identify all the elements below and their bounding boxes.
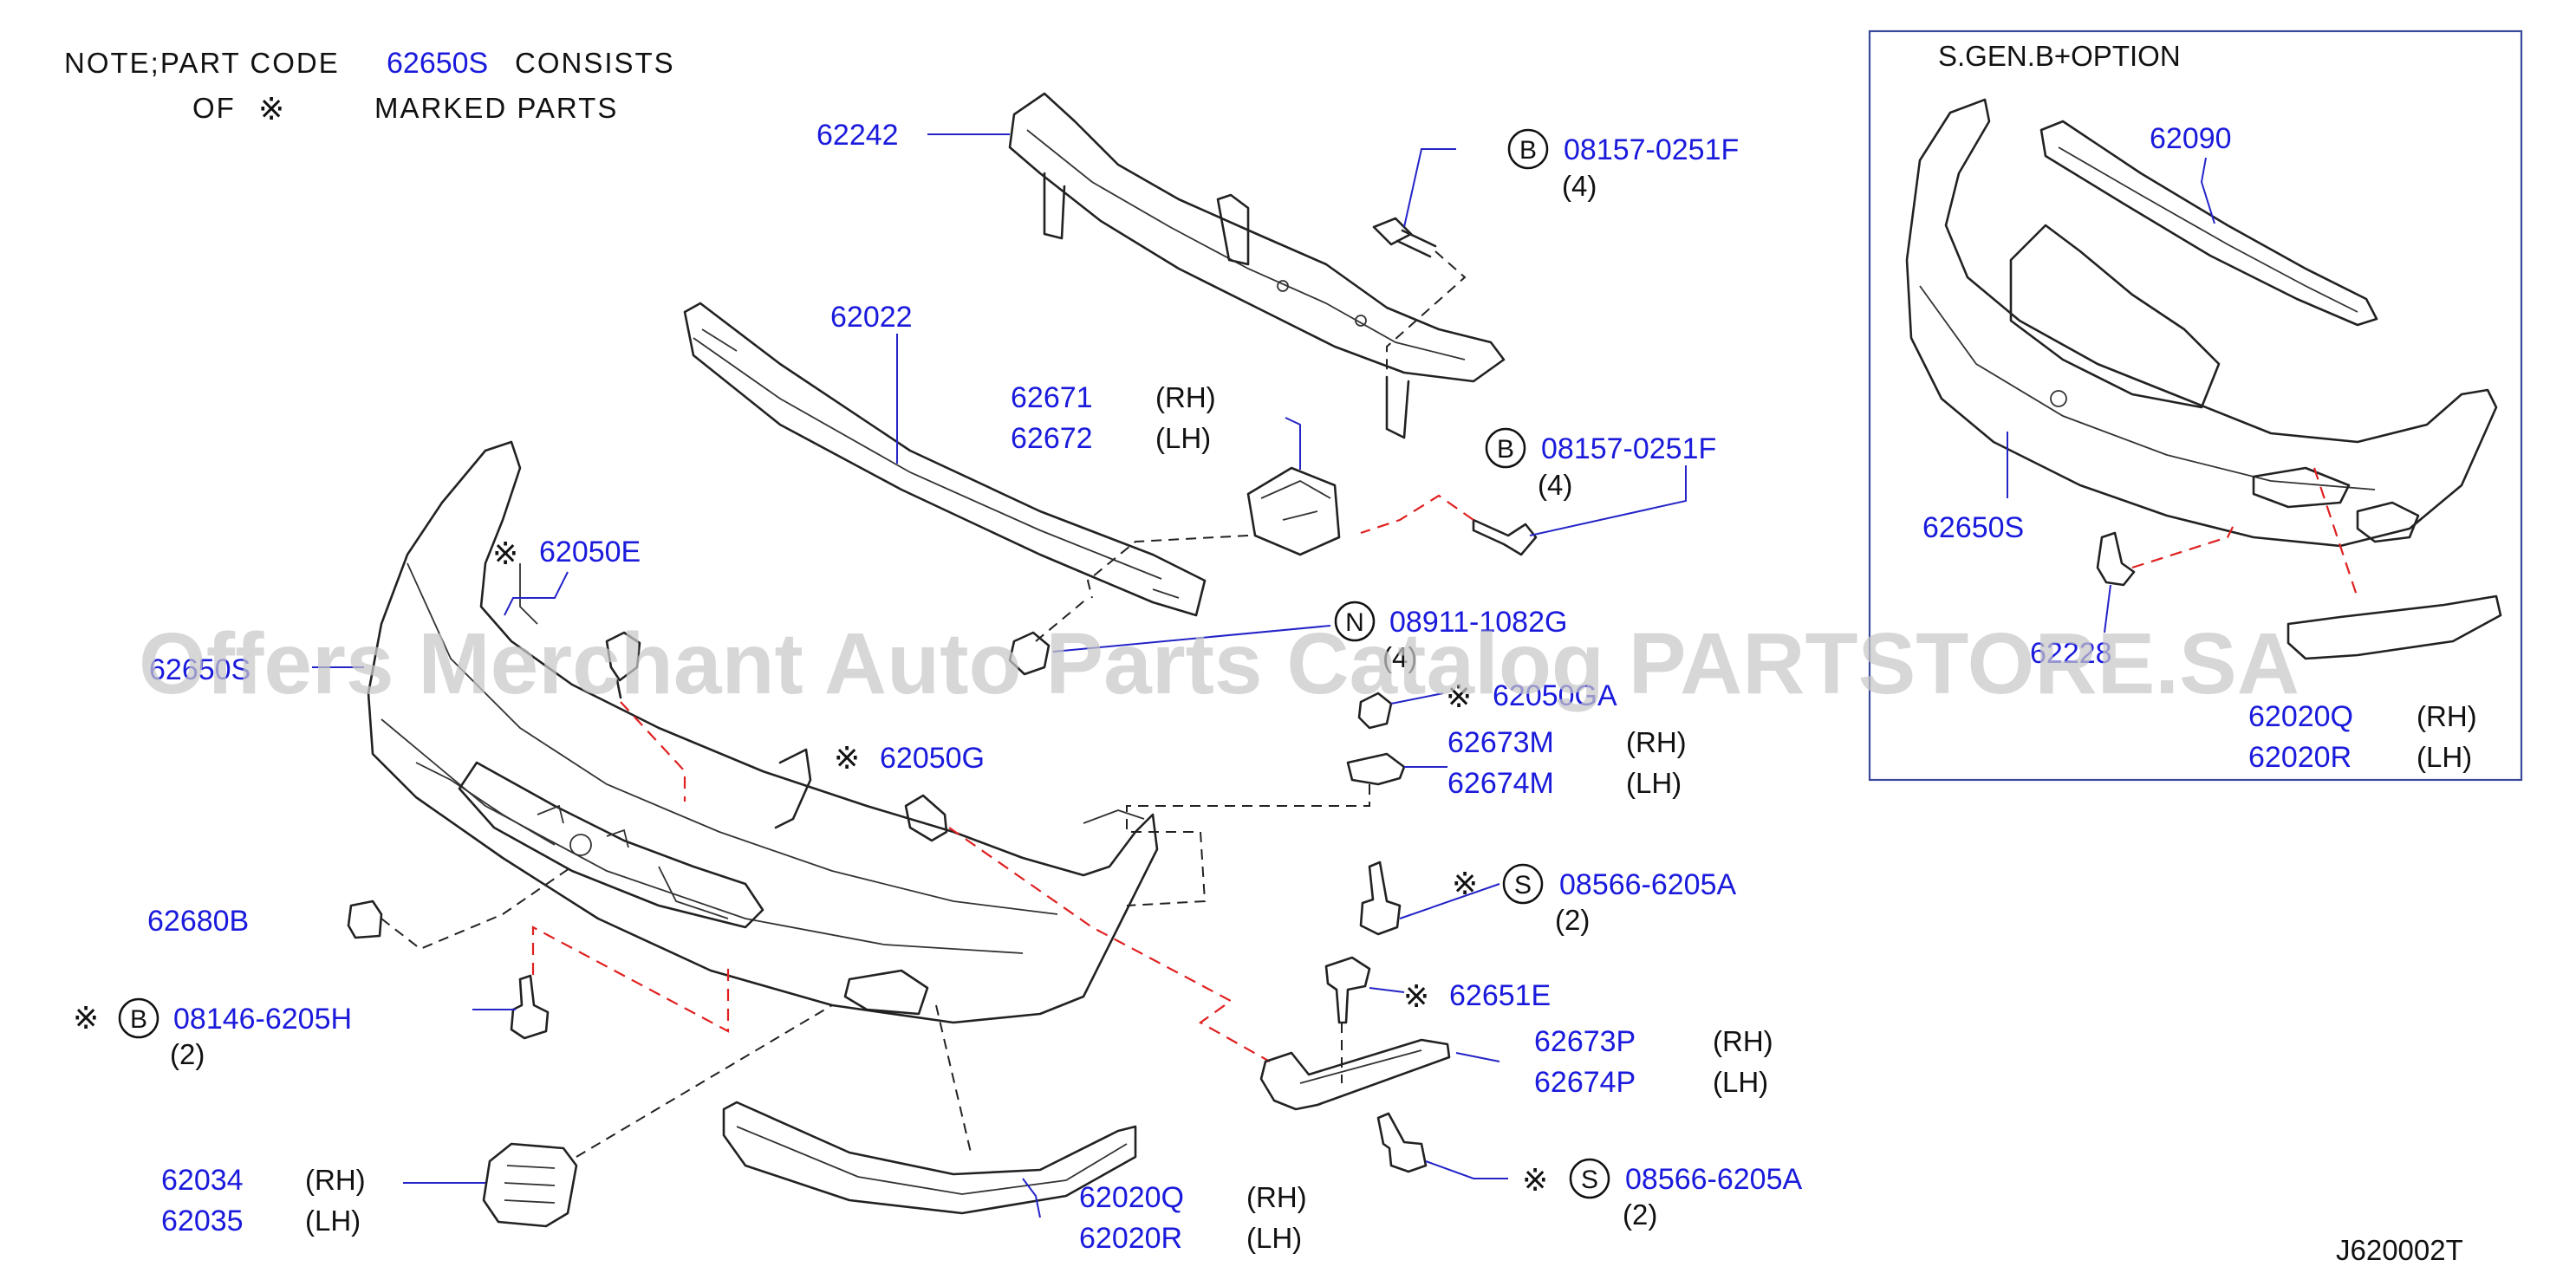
screw-08566-upper-drawing (1359, 861, 1402, 936)
marker-62651e: ※ (1403, 978, 1429, 1014)
label-62674m-side: (LH) (1626, 767, 1682, 799)
n-circle (1334, 601, 1376, 642)
label-s2-qty: (2) (1623, 1198, 1657, 1231)
label-b2-code[interactable]: 08157-0251F (1541, 432, 1716, 465)
label-b2-qty: (4) (1538, 469, 1572, 501)
s2-letter: S (1581, 1166, 1598, 1194)
main-labels: 62242 62022 62671 (RH) 62672 (LH) B 0815… (73, 119, 1803, 1255)
inset-label-62020r[interactable]: 62020R (2248, 741, 2352, 774)
n-letter: N (1345, 608, 1364, 637)
marker-62050g: ※ (834, 740, 860, 776)
label-62035-side: (LH) (305, 1205, 361, 1237)
s1-letter: S (1514, 871, 1532, 900)
inset-title: S.GEN.B+OPTION (1938, 40, 2181, 72)
label-62673m[interactable]: 62673M (1447, 726, 1554, 759)
b2-letter: B (1497, 435, 1514, 464)
label-62020r[interactable]: 62020R (1079, 1222, 1182, 1255)
note-line1-prefix: NOTE;PART CODE (64, 47, 340, 79)
label-62674m[interactable]: 62674M (1447, 767, 1554, 800)
label-62671-side: (RH) (1155, 381, 1216, 413)
clip-62680b-drawing (347, 866, 573, 951)
bolt-08157-upper-drawing (1372, 217, 1467, 381)
label-62674p[interactable]: 62674P (1534, 1066, 1636, 1099)
absorber-62022-drawing (683, 302, 1207, 617)
label-62673p[interactable]: 62673P (1534, 1025, 1636, 1058)
reinforcement-62242-drawing (1008, 92, 1506, 439)
bracket-62671-drawing (1086, 466, 1341, 599)
marker-s1: ※ (1452, 866, 1478, 901)
label-62050ga[interactable]: 62050GA (1493, 679, 1617, 712)
inset-label-62090[interactable]: 62090 (2150, 122, 2232, 155)
watermark-text: Offers Merchant Auto Parts Catalog PARTS… (139, 615, 2300, 712)
label-bb-qty: (2) (170, 1038, 205, 1070)
label-62022[interactable]: 62022 (830, 301, 913, 334)
label-62034[interactable]: 62034 (161, 1164, 244, 1197)
label-b1-qty: (4) (1562, 170, 1597, 202)
note-line2-suffix: MARKED PARTS (374, 92, 618, 124)
label-62680b[interactable]: 62680B (147, 905, 249, 938)
note-line1-suffix: CONSISTS (515, 47, 675, 79)
inset-frame (1868, 29, 2523, 782)
inset-label-62020q[interactable]: 62020Q (2248, 700, 2353, 733)
marker-s2: ※ (1522, 1162, 1548, 1198)
nut-08911-drawing (1008, 597, 1089, 676)
s2-circle (1569, 1158, 1610, 1199)
molding-62020q-drawing (722, 1004, 1137, 1215)
b1-letter: B (1519, 136, 1537, 165)
label-62673p-side: (RH) (1713, 1025, 1773, 1057)
note-line1-code[interactable]: 62650S (387, 47, 488, 80)
label-62673m-side: (RH) (1626, 726, 1687, 758)
diagram-code: J620002T (2336, 1234, 2463, 1266)
clip-62050g-drawing (904, 794, 1271, 1062)
screw-08566-lower-drawing (1376, 1112, 1428, 1173)
label-62650s-main[interactable]: 62650S (149, 653, 250, 686)
label-62672-side: (LH) (1155, 422, 1211, 454)
inset-label-62650s[interactable]: 62650S (1922, 511, 2024, 544)
bb-circle (118, 997, 159, 1039)
label-62035[interactable]: 62035 (161, 1205, 244, 1237)
label-bb-code[interactable]: 08146-6205H (173, 1003, 352, 1036)
s1-circle (1502, 863, 1544, 905)
marker-62050e: ※ (492, 536, 518, 571)
fog-cover-62034-drawing (482, 1004, 833, 1228)
label-62034-side: (RH) (305, 1164, 366, 1196)
label-n-qty: (4) (1382, 641, 1417, 673)
marker-bb: ※ (73, 1000, 99, 1036)
clip-62050e-drawing (605, 631, 686, 802)
bb-letter: B (130, 1005, 147, 1034)
label-s2-code[interactable]: 08566-6205A (1625, 1163, 1803, 1196)
note-block: NOTE;PART CODE 62650S CONSISTS OF ※ MARK… (64, 47, 675, 127)
bracket-62673p-drawing (1259, 1038, 1451, 1111)
label-62672[interactable]: 62672 (1011, 422, 1093, 455)
label-s1-code[interactable]: 08566-6205A (1559, 868, 1737, 901)
rivet-62651e-drawing (1324, 956, 1371, 1083)
marker-62050ga: ※ (1446, 679, 1472, 714)
label-62020q-side: (RH) (1246, 1181, 1307, 1213)
note-marker-symbol: ※ (258, 91, 284, 127)
b2-circle (1485, 427, 1526, 469)
label-62020r-side: (LH) (1246, 1222, 1302, 1254)
grommet-62673m-drawing (1126, 752, 1406, 906)
option-inset: S.GEN.B+OPTION 62090 62650S 62228 62020Q… (1868, 29, 2523, 782)
label-62050e[interactable]: 62050E (539, 536, 641, 568)
label-62020q[interactable]: 62020Q (1079, 1181, 1184, 1214)
leader-lines (312, 133, 1687, 1218)
label-b1-code[interactable]: 08157-0251F (1564, 133, 1739, 166)
label-62050g[interactable]: 62050G (880, 742, 985, 775)
bolt-08146-drawing (510, 926, 730, 1040)
label-n-code[interactable]: 08911-1082G (1389, 606, 1567, 639)
label-62671[interactable]: 62671 (1011, 381, 1093, 414)
clip-62050ga-drawing (1357, 692, 1393, 730)
label-62242[interactable]: 62242 (816, 119, 899, 152)
inset-label-62228[interactable]: 62228 (2030, 637, 2112, 670)
b1-circle (1507, 128, 1549, 170)
inset-label-62020q-side: (RH) (2417, 700, 2477, 732)
label-s1-qty: (2) (1555, 904, 1590, 936)
label-62674p-side: (LH) (1713, 1066, 1768, 1098)
inset-label-62020r-side: (LH) (2417, 741, 2472, 773)
label-62651e[interactable]: 62651E (1449, 979, 1551, 1012)
note-line2-of: OF (192, 92, 236, 124)
bolt-08157-lower-drawing (1360, 494, 1538, 556)
